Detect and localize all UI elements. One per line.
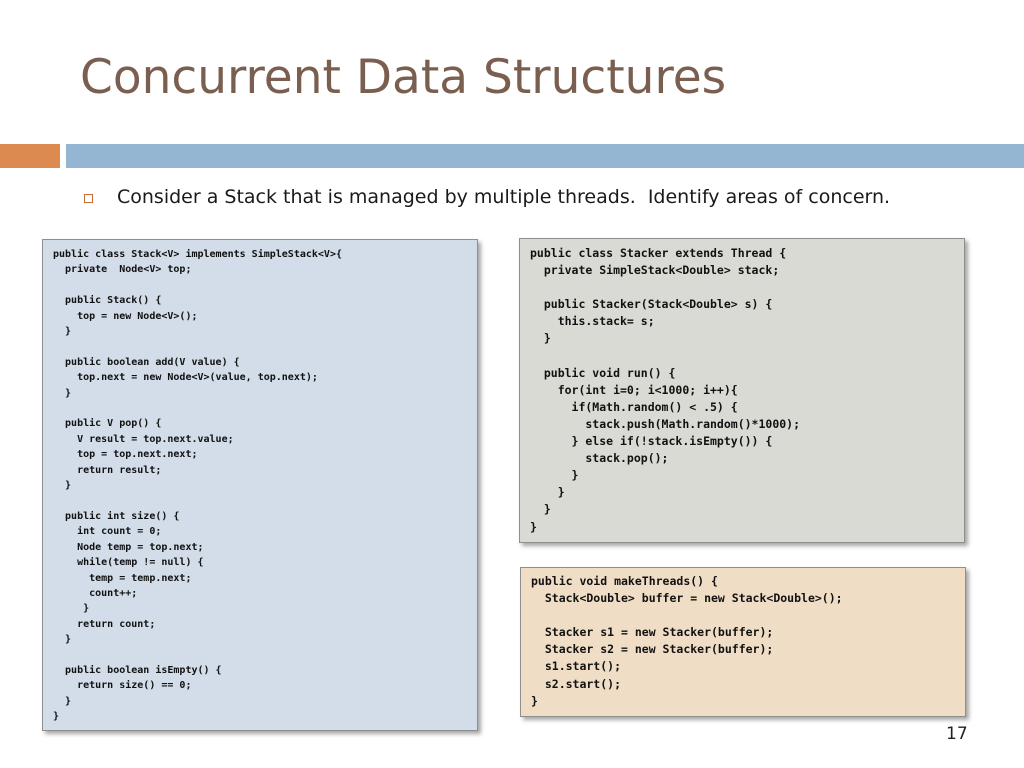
accent-bar-blue: [66, 144, 1024, 168]
bullet-item: Consider a Stack that is managed by mult…: [84, 186, 890, 208]
code-block-stacker-class: public class Stacker extends Thread { pr…: [519, 238, 965, 543]
square-bullet-icon: [84, 193, 93, 203]
code-block-make-threads: public void makeThreads() { Stack<Double…: [520, 567, 966, 717]
slide-title: Concurrent Data Structures: [80, 50, 727, 105]
accent-bar-orange: [0, 144, 60, 168]
bullet-text: Consider a Stack that is managed by mult…: [117, 186, 891, 208]
code-block-stack-class: public class Stack<V> implements SimpleS…: [42, 239, 478, 731]
page-number: 17: [946, 724, 968, 744]
